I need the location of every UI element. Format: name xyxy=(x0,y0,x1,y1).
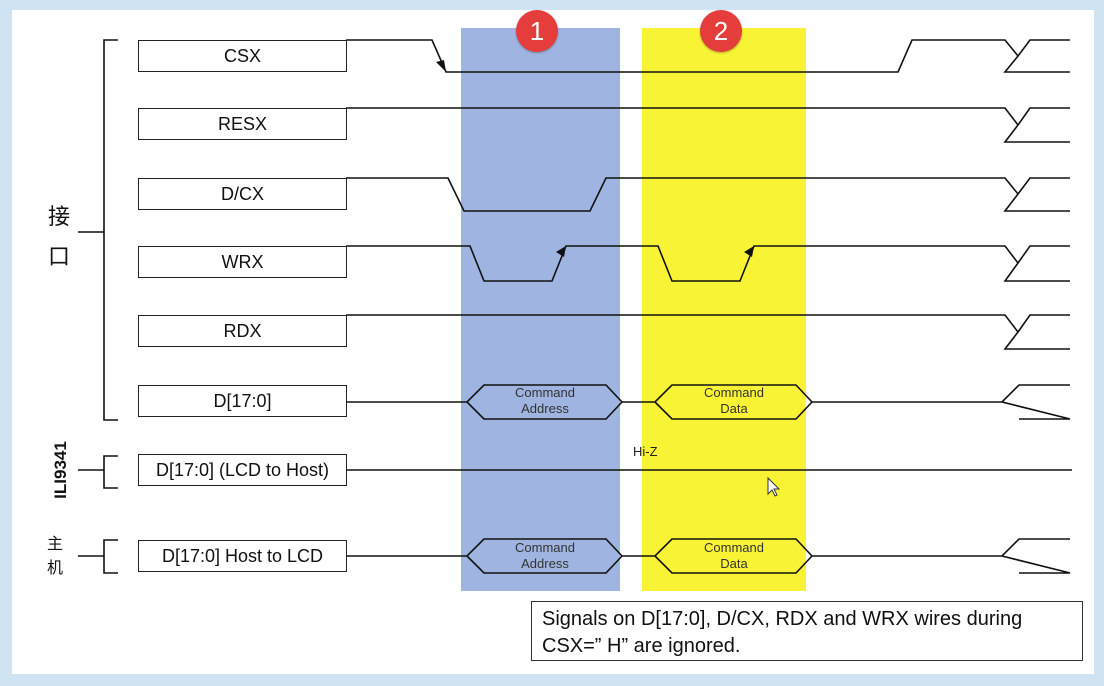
wrx-wave xyxy=(346,245,1070,282)
host-bus-wave xyxy=(346,538,1071,574)
host-to-lcd-label: D[17:0] Host to LCD xyxy=(138,540,347,572)
dcx-label: D/CX xyxy=(138,178,347,210)
note-box: Signals on D[17:0], D/CX, RDX and WRX wi… xyxy=(531,601,1083,661)
phase-1-highlight xyxy=(461,28,620,591)
resx-wave xyxy=(346,107,1070,143)
rdx-wave xyxy=(346,314,1070,350)
csx-arrow-icon xyxy=(436,60,446,72)
phase2-bus-text: Command Data xyxy=(684,385,784,417)
host2-bus-line2: Data xyxy=(720,556,748,571)
data-bus-label: D[17:0] xyxy=(138,385,347,417)
mouse-cursor-icon xyxy=(767,476,781,497)
phase-2-highlight xyxy=(642,28,806,591)
phase1-bus-line1: Command xyxy=(515,385,575,400)
interface-bracket xyxy=(103,39,118,421)
phase-1-badge: 1 xyxy=(516,10,558,52)
data-bus-wave xyxy=(346,384,1071,420)
csx-label: CSX xyxy=(138,40,347,72)
lcd-to-host-label: D[17:0] (LCD to Host) xyxy=(138,454,347,486)
host1-bus-text: Command Address xyxy=(495,540,595,572)
interface-group-label: 接口 xyxy=(47,205,70,270)
dcx-wave xyxy=(346,177,1070,212)
resx-label: RESX xyxy=(138,108,347,140)
phase2-bus-line2: Data xyxy=(720,401,748,416)
phase1-bus-text: Command Address xyxy=(495,385,595,417)
wrx-label: WRX xyxy=(138,246,347,278)
hi-z-label: Hi-Z xyxy=(633,444,658,459)
phase2-bus-line1: Command xyxy=(704,385,764,400)
wrx-arrow-2-icon xyxy=(744,246,754,257)
host-group-label: 主机 xyxy=(46,534,63,577)
phase1-bus-line2: Address xyxy=(521,401,569,416)
rdx-label: RDX xyxy=(138,315,347,347)
host1-bus-line1: Command xyxy=(515,540,575,555)
chip-bracket xyxy=(78,455,118,489)
csx-wave xyxy=(346,39,1070,73)
host2-bus-text: Command Data xyxy=(684,540,784,572)
host2-bus-line1: Command xyxy=(704,540,764,555)
host1-bus-line2: Address xyxy=(521,556,569,571)
wrx-arrow-1-icon xyxy=(556,246,566,257)
host-bracket xyxy=(78,539,118,574)
phase-2-badge: 2 xyxy=(700,10,742,52)
chip-group-label: ILI9341 xyxy=(51,441,70,499)
